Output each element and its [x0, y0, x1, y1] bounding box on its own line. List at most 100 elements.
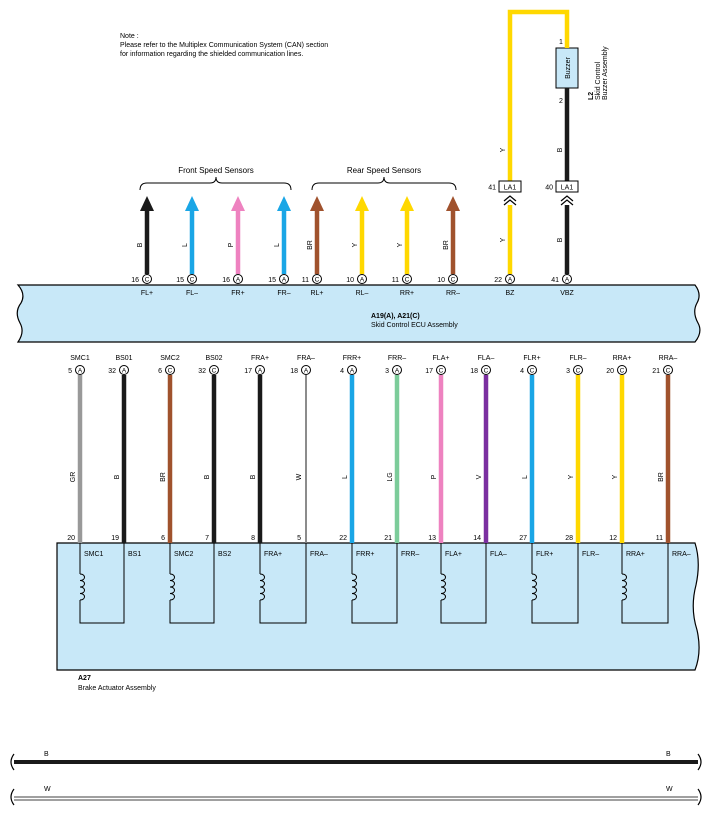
actuator-pin-number: 7	[205, 535, 209, 542]
actuator-pin-number: 28	[565, 535, 573, 542]
legend-label-right: W	[666, 786, 673, 793]
connector-pin-circle: A	[562, 274, 572, 284]
pin-number: 15	[176, 277, 184, 284]
splice-chevron	[560, 195, 574, 202]
connector-letter: A	[282, 277, 287, 284]
splice-box	[555, 180, 579, 193]
connector-pin-circle: C	[481, 365, 491, 375]
ecu-terminal-label: RRA+	[613, 355, 632, 362]
connector-circle	[301, 365, 311, 375]
connector-pin-circle: C	[436, 365, 446, 375]
sensor-arrow-head	[140, 196, 154, 211]
connector-pin-circle: C	[312, 274, 322, 284]
pin-number: 16	[131, 277, 139, 284]
connector-pin-circle: A	[279, 274, 289, 284]
actuator-terminal-label: RRA–	[672, 551, 691, 558]
wire-color-code: B	[114, 474, 121, 479]
connector-pin-circle: A	[505, 274, 515, 284]
wire-color-code: Y	[500, 237, 507, 242]
pin-number: 41	[551, 277, 559, 284]
splice-chevron	[560, 199, 574, 206]
legend-break-right	[697, 753, 702, 771]
actuator-terminal-label: SMC1	[84, 551, 104, 558]
pin-number: 17	[244, 368, 252, 375]
connector-pin-circle: A	[119, 365, 129, 375]
legend-break-left	[10, 753, 15, 771]
connector-circle	[573, 365, 583, 375]
solenoid-coil	[619, 543, 669, 624]
connector-circle	[527, 365, 537, 375]
sensor-arrow-head	[355, 196, 369, 211]
terminal-label: FL–	[186, 290, 198, 297]
note: Note : Please refer to the Multiplex Com…	[120, 33, 328, 58]
connector-letter: C	[405, 277, 410, 284]
connector-circle	[617, 365, 627, 375]
pin-number: 32	[198, 368, 206, 375]
connector-letter: A	[360, 277, 365, 284]
wire-color-code: B	[557, 237, 564, 242]
actuator-terminal-label: SMC2	[174, 551, 194, 558]
ecu-terminal-label: FRA–	[297, 355, 315, 362]
ecu-terminal-label: BS01	[115, 355, 132, 362]
sensor-arrow-head	[277, 196, 291, 211]
actuator-terminal-label: FLA+	[445, 551, 462, 558]
actuator-code: A27	[78, 675, 91, 682]
connector-letter: C	[168, 368, 173, 375]
legend-label-left: W	[44, 786, 51, 793]
rear-sensors-brace	[311, 176, 457, 191]
connector-circle	[312, 274, 322, 284]
sensor-arrow-head	[446, 196, 460, 211]
pin-number: 11	[392, 277, 399, 284]
pin-number: 4	[340, 368, 344, 375]
wire-color-code: LG	[387, 472, 394, 481]
connector-letter: C	[439, 368, 444, 375]
legend-break-left	[10, 788, 15, 806]
actuator-pin-number: 20	[67, 535, 75, 542]
front-sensors-title: Front Speed Sensors	[178, 166, 254, 175]
pin-number: 3	[385, 368, 389, 375]
connector-letter: A	[565, 277, 570, 284]
solenoid-coil	[167, 543, 215, 624]
ecu-terminal-label: FLR–	[569, 355, 586, 362]
connector-circle	[119, 365, 129, 375]
note-line: Please refer to the Multiplex Communicat…	[120, 42, 328, 49]
sensor-groups: Front Speed Sensors Rear Speed Sensors	[139, 166, 457, 191]
wire-color-code: BR	[160, 472, 167, 482]
connector-pin-circle: C	[187, 274, 197, 284]
rear-sensors-title: Rear Speed Sensors	[347, 166, 421, 175]
connector-circle	[392, 365, 402, 375]
splice-chevron	[503, 199, 517, 206]
wire-color-code: Y	[352, 242, 359, 247]
splice-label: LA1	[561, 185, 574, 192]
pin-number: 5	[68, 368, 72, 375]
wire-color-code: L	[522, 475, 529, 479]
actuator-terminal-label: FRR–	[401, 551, 419, 558]
connector-circle	[436, 365, 446, 375]
connector-circle	[75, 365, 85, 375]
connector-pin-circle: C	[448, 274, 458, 284]
wire-color-code: W	[296, 473, 303, 480]
splice-pin: 41	[488, 185, 496, 192]
connector-pin-circle: A	[357, 274, 367, 284]
sensor-arrow-head	[185, 196, 199, 211]
actuator-body	[56, 542, 700, 671]
terminal-label: RL+	[310, 290, 323, 297]
actuator-terminal-label: FLR–	[582, 551, 599, 558]
buzzer-code: L2	[588, 92, 595, 100]
terminal-label: FL+	[141, 290, 153, 297]
connector-circle	[357, 274, 367, 284]
pin-number: 11	[302, 277, 309, 284]
